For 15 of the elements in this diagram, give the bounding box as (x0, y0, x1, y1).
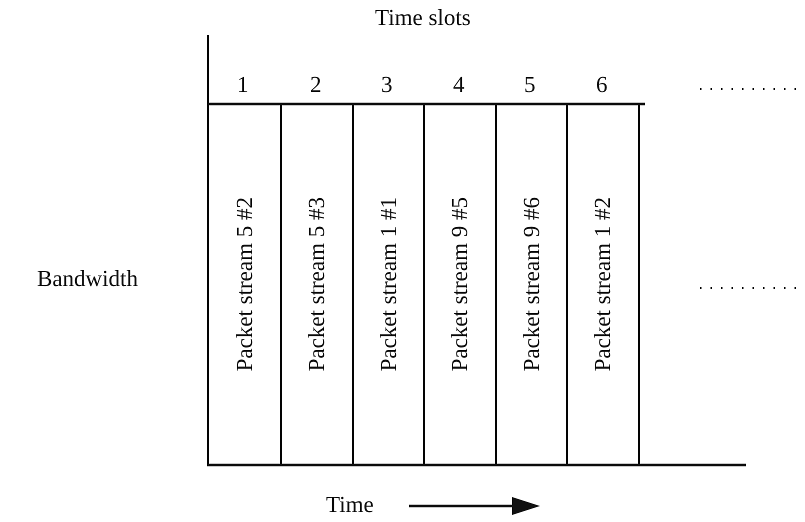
packet-label: Packet stream 9 #6 (518, 197, 544, 372)
packet-label: Packet stream 1 #2 (590, 197, 616, 372)
packet-label: Packet stream 1 #1 (376, 197, 402, 372)
slot-number: 6 (596, 72, 608, 98)
slot-number: 4 (453, 72, 464, 98)
packet-label: Packet stream 9 #5 (447, 197, 473, 372)
slot-number: 2 (310, 72, 322, 98)
axis-label: Time (326, 492, 374, 518)
slot-number: 3 (381, 72, 392, 98)
slot-number: 1 (237, 72, 248, 98)
packet-label: Packet stream 5 #2 (232, 197, 258, 372)
slot-number: 5 (524, 72, 536, 98)
axis-label: Bandwidth (37, 266, 138, 292)
axis-title: Time slots (375, 5, 471, 31)
packet-label: Packet stream 5 #3 (304, 197, 330, 372)
